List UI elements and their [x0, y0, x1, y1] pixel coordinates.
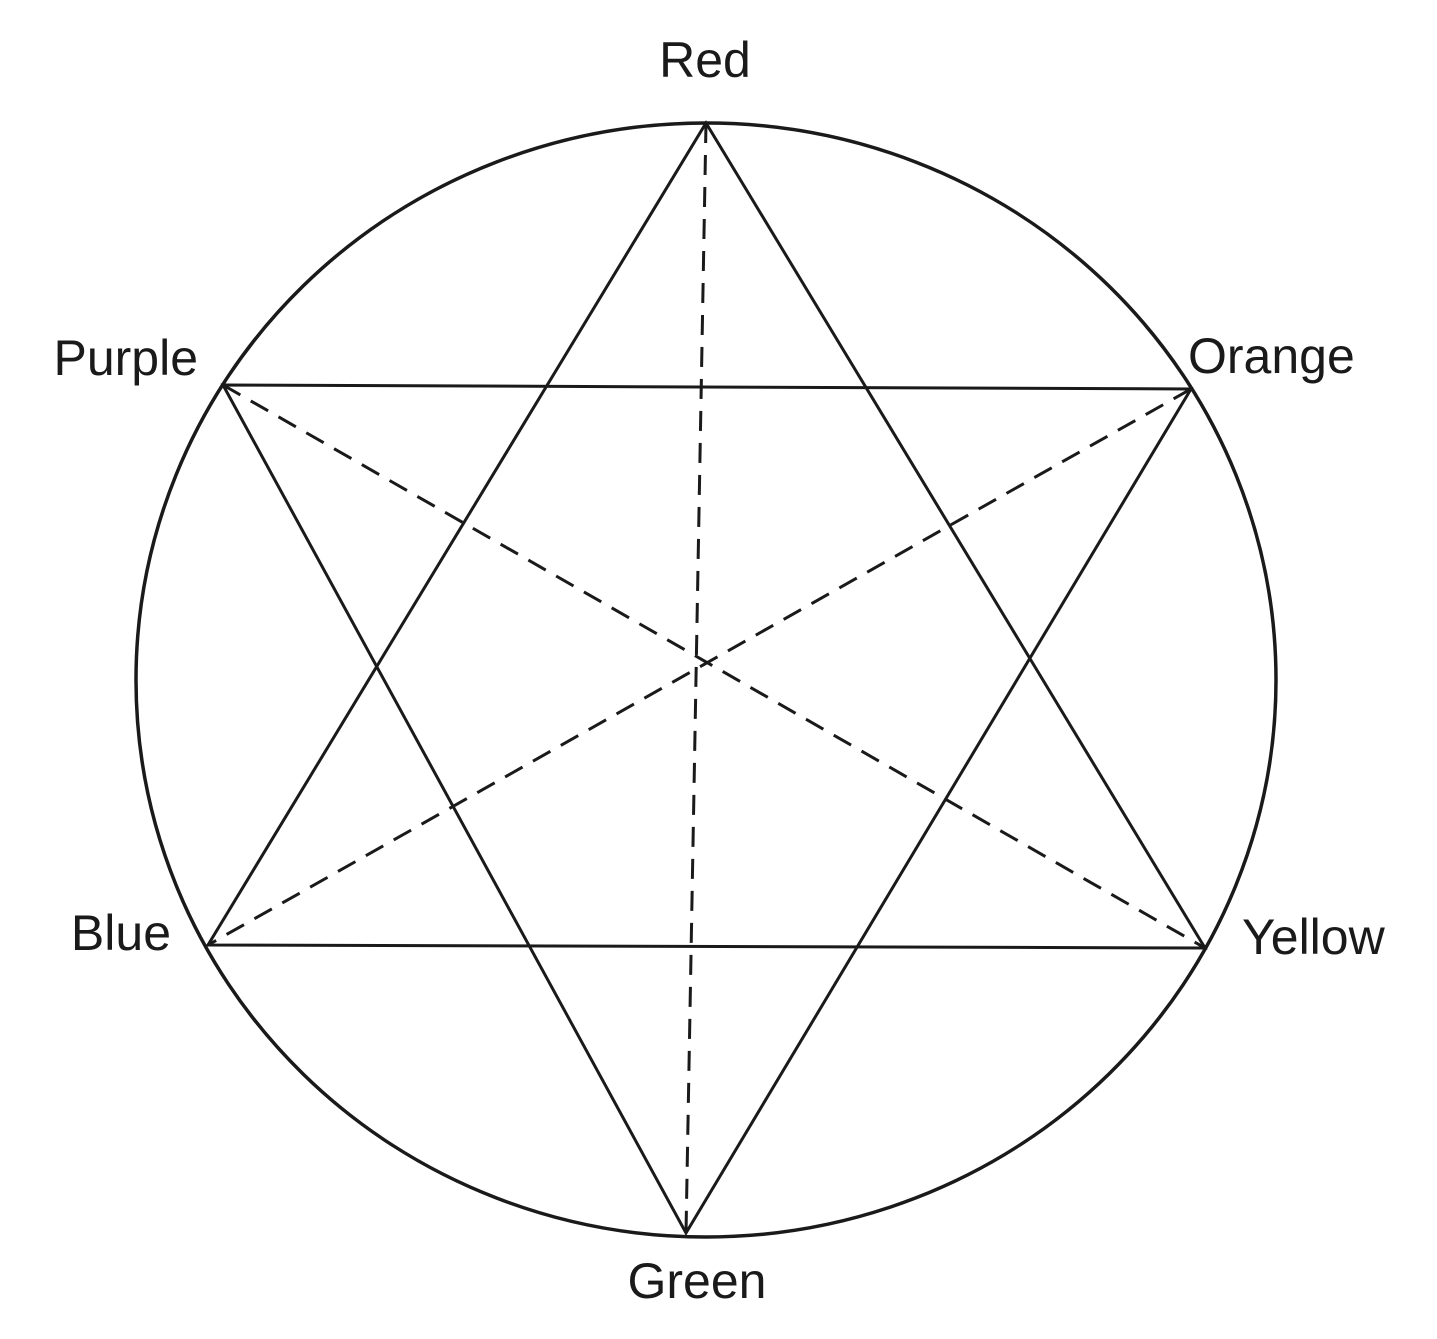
triangle-purple-orange-green [220, 383, 1194, 1237]
label-orange: Orange [1188, 328, 1355, 384]
label-yellow: Yellow [1242, 909, 1386, 965]
outer-circle [134, 121, 1278, 1239]
diagonal-red-green [684, 122, 708, 1234]
label-green: Green [628, 1253, 767, 1309]
solid-triangles [205, 120, 1208, 1237]
label-red: Red [659, 32, 751, 88]
diagonal-orange-blue [207, 387, 1192, 947]
label-blue: Blue [71, 905, 171, 961]
label-purple: Purple [53, 330, 198, 386]
triangle-red-yellow-blue [205, 120, 1208, 950]
diagonal-purple-yellow [222, 383, 1206, 950]
dashed-diagonals [207, 122, 1206, 1234]
